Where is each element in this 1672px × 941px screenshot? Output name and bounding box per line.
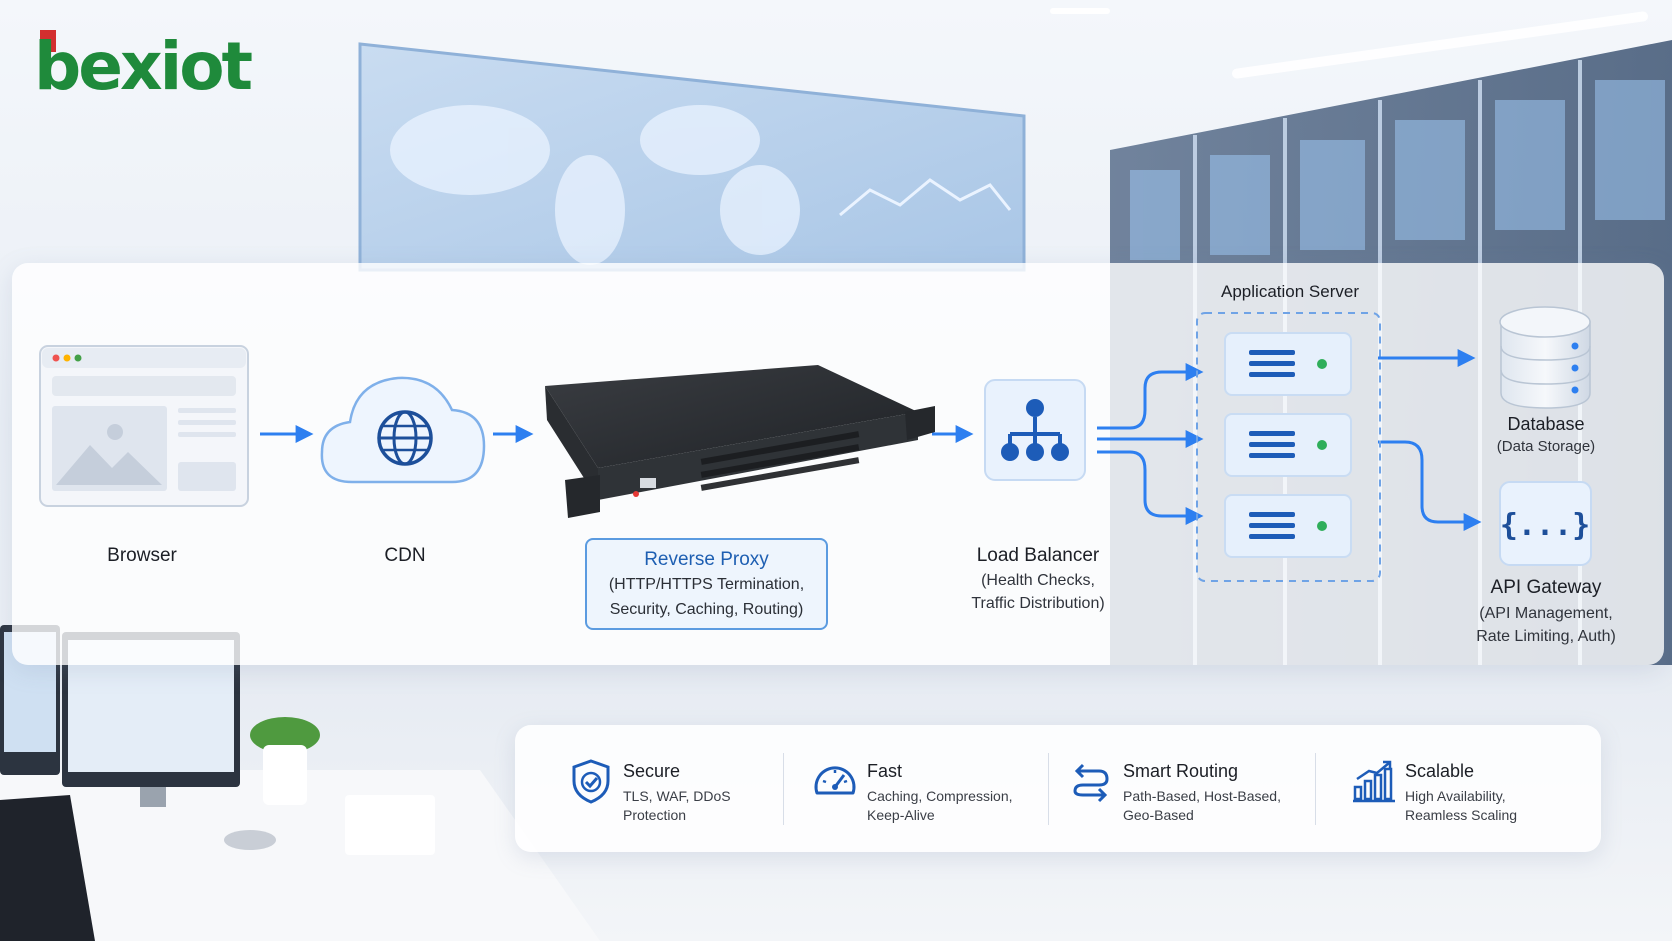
feature-scalable: Scalable High Availability, Reamless Sca… xyxy=(1349,725,1579,852)
application-server-label: Application Server xyxy=(1221,282,1359,301)
feature-fast-desc-line2: Keep-Alive xyxy=(867,807,935,823)
wall-monitor xyxy=(358,42,1026,272)
shield-check-icon xyxy=(572,759,610,804)
feature-fast-title: Fast xyxy=(867,761,903,781)
features-bar: Secure TLS, WAF, DDoS Protection Fast Ca… xyxy=(515,725,1601,852)
arrow-server-api xyxy=(1378,440,1482,531)
rack-server-appliance xyxy=(545,365,935,518)
svg-text:{...}: {...} xyxy=(1500,508,1590,543)
feature-divider xyxy=(783,753,784,825)
feature-fast-desc: Caching, Compression, Keep-Alive xyxy=(867,787,1037,825)
feature-scalable-desc: High Availability, Reamless Scaling xyxy=(1405,787,1575,825)
speedometer-icon xyxy=(814,766,856,795)
browser-window-icon xyxy=(39,345,249,507)
database-icon xyxy=(1499,306,1591,409)
cloud-globe-icon xyxy=(320,376,486,484)
feature-divider xyxy=(1048,753,1049,825)
office-desk xyxy=(0,625,600,941)
api-gateway-label: API Gateway xyxy=(1490,577,1602,598)
feature-secure-desc-line1: TLS, WAF, DDoS xyxy=(623,788,731,804)
reverse-proxy-title: Reverse Proxy xyxy=(644,549,769,570)
feature-secure-title: Secure xyxy=(623,761,681,781)
feature-scalable-desc-line1: High Availability, xyxy=(1405,788,1506,804)
server-icon xyxy=(1224,494,1352,558)
logo-red-mark xyxy=(40,30,56,52)
server-icon xyxy=(1224,332,1352,396)
arrow-lb-server3 xyxy=(1097,450,1204,525)
feature-smart-routing-desc-line1: Path-Based, Host-Based, xyxy=(1123,788,1281,804)
server-icon xyxy=(1224,413,1352,477)
arrow-lb-server1 xyxy=(1097,363,1204,430)
api-gateway-desc-line1: (API Management, xyxy=(1479,605,1613,622)
feature-smart-routing: Smart Routing Path-Based, Host-Based, Ge… xyxy=(1067,725,1297,852)
load-balancer-desc-line2: Traffic Distribution) xyxy=(971,595,1105,612)
feature-scalable-title: Scalable xyxy=(1405,761,1475,781)
load-balancer-desc-line1: (Health Checks, xyxy=(981,572,1095,589)
database-desc: (Data Storage) xyxy=(1496,438,1596,455)
feature-fast: Fast Caching, Compression, Keep-Alive xyxy=(811,725,1031,852)
feature-smart-routing-desc-line2: Geo-Based xyxy=(1123,807,1194,823)
growth-chart-icon xyxy=(1353,760,1395,803)
routing-arrows-icon xyxy=(1073,763,1109,803)
code-braces-icon: {...} xyxy=(1499,481,1592,566)
application-server-group xyxy=(1196,312,1381,582)
feature-divider xyxy=(1315,753,1316,825)
feature-secure: Secure TLS, WAF, DDoS Protection xyxy=(567,725,767,852)
feature-secure-desc: TLS, WAF, DDoS Protection xyxy=(623,787,793,825)
feature-scalable-desc-line2: Reamless Scaling xyxy=(1405,807,1518,823)
brand-logo: bexiot xyxy=(30,26,280,106)
feature-smart-routing-desc: Path-Based, Host-Based, Geo-Based xyxy=(1123,787,1293,825)
feature-smart-routing-title: Smart Routing xyxy=(1123,761,1239,781)
logo-wordmark: bexiot xyxy=(34,28,253,105)
api-gateway-desc-line2: Rate Limiting, Auth) xyxy=(1476,628,1616,645)
hierarchy-icon xyxy=(984,379,1086,481)
flow-arrows xyxy=(260,349,1482,531)
database-label: Database xyxy=(1507,414,1585,434)
browser-label: Browser xyxy=(107,545,177,566)
feature-secure-desc-line2: Protection xyxy=(623,807,687,823)
cdn-label: CDN xyxy=(384,545,426,566)
feature-fast-desc-line1: Caching, Compression, xyxy=(867,788,1013,804)
reverse-proxy-card: Reverse Proxy (HTTP/HTTPS Termination, S… xyxy=(585,538,828,630)
reverse-proxy-desc-line2: Security, Caching, Routing) xyxy=(609,601,804,618)
load-balancer-label: Load Balancer xyxy=(976,545,1100,566)
reverse-proxy-desc-line1: (HTTP/HTTPS Termination, xyxy=(608,576,805,593)
